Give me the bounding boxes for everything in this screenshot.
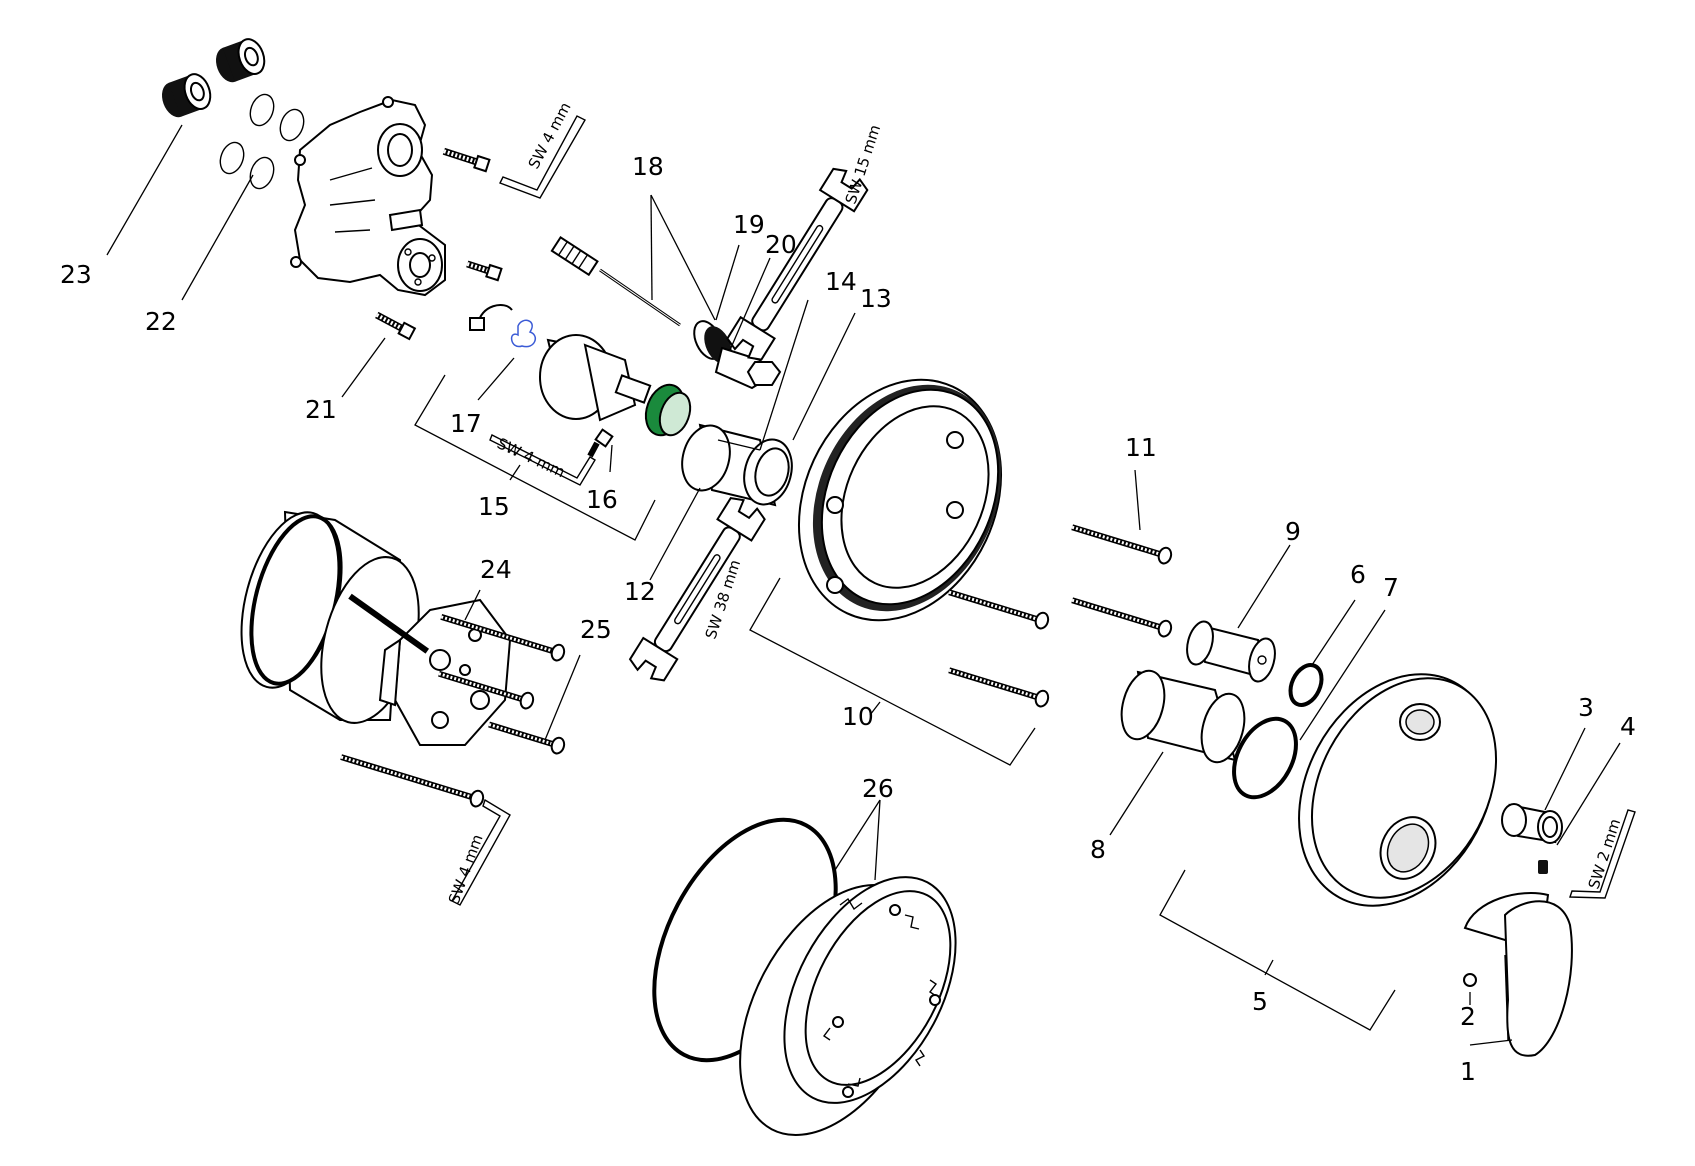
part-22-o-rings [219,93,305,190]
hex-key-small: SW 2 mm [1569,809,1636,899]
callout-6: 6 [1350,560,1366,589]
part-9-sleeve [1186,620,1276,683]
part-24-plate [378,598,512,746]
callout-4: 4 [1620,712,1636,741]
part-6-ring [1288,663,1324,707]
callout-21: 21 [305,395,337,424]
callout-8: 8 [1090,835,1106,864]
part-5-cover [1298,673,1498,907]
hex-key-mid: SW 4 mm [489,434,596,486]
part-19-20-valve [693,320,782,390]
part-25-screws [340,593,566,808]
tool-label-hex-small: SW 2 mm [1585,817,1625,892]
callout-5: 5 [1252,987,1268,1016]
part-10-frame [797,378,1003,622]
callout-2: 2 [1460,1002,1476,1031]
callout-22: 22 [145,307,177,336]
callout-numbers: 1 2 3 4 5 6 7 8 9 10 11 12 13 14 15 16 1… [60,152,1636,1086]
part-7-ring [1232,716,1298,800]
callout-14: 14 [825,267,857,296]
part-12-13-14-sleeve [681,423,793,507]
tool-label-hex-mid: SW 4 mm [494,434,567,481]
mixer-body [290,96,446,297]
rough-in-cylinder [240,510,420,724]
part-4-grub [1538,860,1548,874]
leader-lines [106,124,1621,1046]
callout-25: 25 [580,615,612,644]
callout-9: 9 [1285,517,1301,546]
callout-20: 20 [765,230,797,259]
callout-17: 17 [450,409,482,438]
callout-11: 11 [1125,433,1157,462]
part-11-screws [948,524,1173,708]
callout-13: 13 [860,284,892,313]
hex-key-top: SW 4 mm [499,99,586,199]
callout-16: 16 [586,485,618,514]
part-8-sleeve [1120,669,1246,764]
callout-12: 12 [624,577,656,606]
hex-key-bottom: SW 4 mm [445,798,511,906]
callout-15: 15 [478,492,510,521]
callout-19: 19 [733,210,765,239]
callout-24: 24 [480,555,512,584]
callout-10: 10 [842,702,874,731]
callout-3: 3 [1578,693,1594,722]
callout-7: 7 [1383,573,1399,602]
part-17-clip [469,304,537,348]
callout-23: 23 [60,260,92,289]
part-23-caps [161,38,266,118]
part-1-handle [1463,892,1573,1057]
wrench-15: SW 15 mm [726,122,884,361]
cartridge [539,334,692,437]
part-26-seal-ring [652,817,957,1136]
green-ring [644,383,692,437]
part-16-screw [587,428,614,458]
callout-1: 1 [1460,1057,1476,1086]
part-3-knob [1501,803,1563,844]
callout-26: 26 [862,774,894,803]
callout-18: 18 [632,152,664,181]
screws-upper [375,147,503,341]
part-18-spindle [550,236,681,327]
